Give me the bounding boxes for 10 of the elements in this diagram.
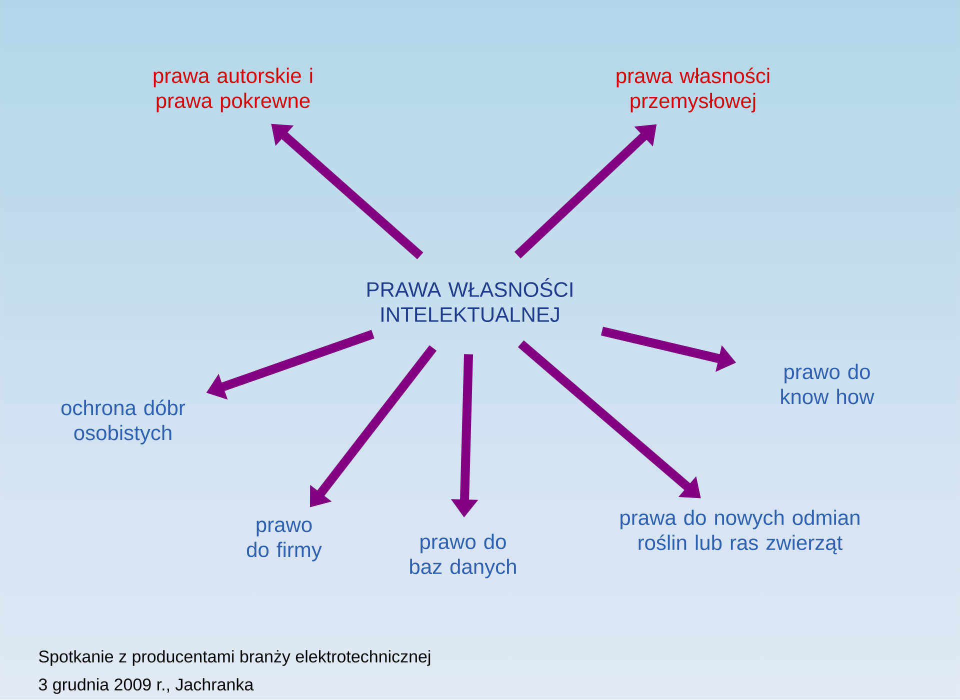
- footer-text: 3 grudnia 2009 r., Jachranka: [38, 678, 254, 694]
- footer-text: Spotkanie z producentami branży elektrotechnicznej: [38, 650, 430, 666]
- node-text: prawa własności przemysłowej: [616, 68, 770, 112]
- node-text: ochrona dóbr osobistych: [61, 400, 186, 444]
- node-text: prawo do know how: [781, 364, 874, 404]
- node-text: prawa do nowych odmian roślin lub ras zwierząt: [620, 510, 860, 554]
- node-text: prawo do baz danych: [410, 534, 516, 578]
- node-text: prawo do firmy: [246, 520, 322, 562]
- node-text: prawa autorskie i prawa pokrewne: [154, 68, 312, 112]
- node-text: PRAWA WŁASNOŚCI INTELEKTUALNEJ: [368, 278, 572, 322]
